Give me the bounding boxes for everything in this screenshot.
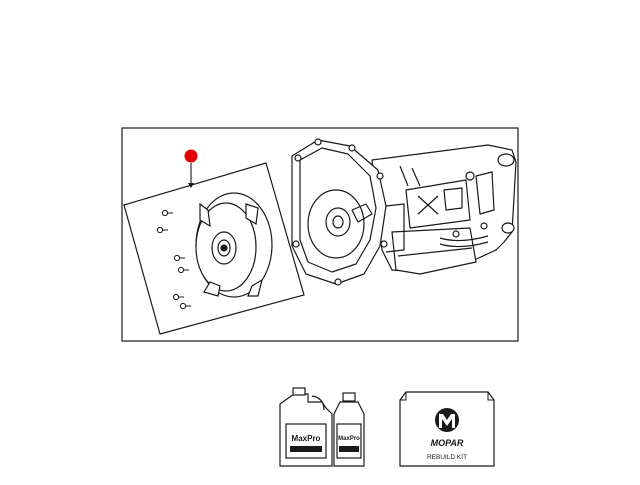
- fluid-large-stripe: [290, 446, 322, 452]
- torque-converter-panel[interactable]: [123, 162, 305, 335]
- fluid-small-bottle[interactable]: [333, 392, 365, 467]
- rebuild-kit-box[interactable]: [399, 391, 495, 467]
- callout-marker-icon[interactable]: [184, 149, 198, 189]
- bolt[interactable]: [179, 302, 191, 310]
- converter-bolts[interactable]: [156, 209, 191, 310]
- fluid-large-brand: MaxPro: [292, 434, 321, 443]
- bolt[interactable]: [161, 209, 173, 217]
- bolt[interactable]: [177, 266, 189, 274]
- bolt[interactable]: [156, 226, 168, 234]
- torque-converter[interactable]: [195, 192, 273, 298]
- fluid-large-bottle[interactable]: [279, 387, 333, 467]
- bolt[interactable]: [173, 254, 185, 262]
- kit-brand: MOPAR: [431, 438, 464, 448]
- fluid-small-stripe: [339, 446, 359, 452]
- kit-label: REBUILD KIT: [427, 454, 467, 461]
- transmission-assembly[interactable]: [291, 138, 517, 286]
- mopar-logo-icon: [435, 408, 459, 432]
- fluid-small-brand: MaxPro: [338, 436, 360, 442]
- bolt[interactable]: [172, 293, 184, 301]
